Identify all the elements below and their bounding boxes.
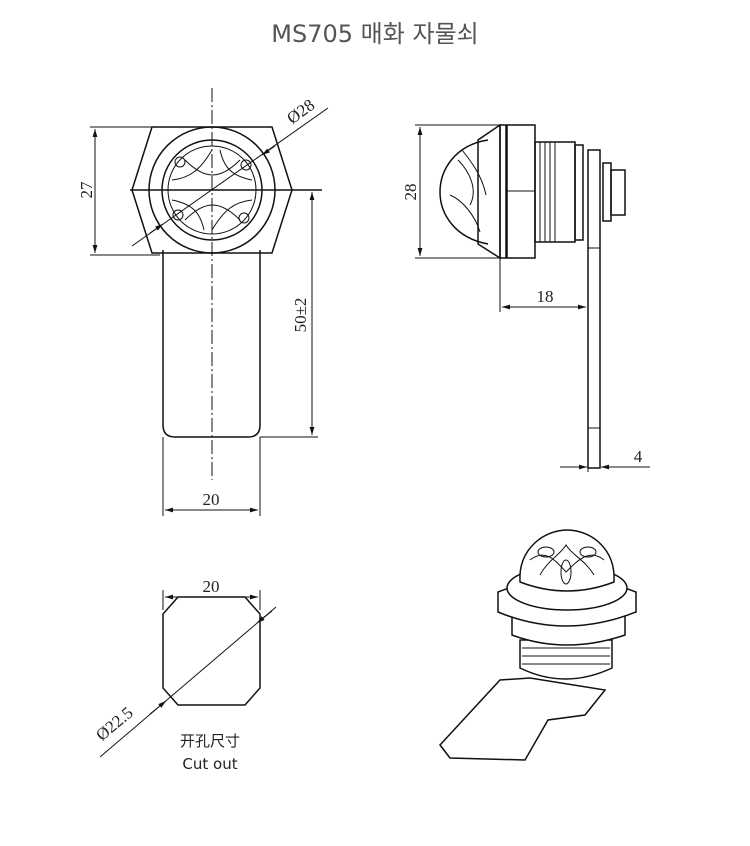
dome-head: [439, 139, 489, 245]
dim-cutout-width-20: 20: [203, 577, 220, 596]
dim-diameter-28: Ø28: [283, 95, 318, 128]
screw-head: [602, 162, 612, 222]
front-view: 27 Ø28 50±2 20: [77, 88, 329, 516]
dim-length-50: 50±2: [291, 298, 310, 333]
dim-width-20: 20: [203, 490, 220, 509]
cutout-view: 20 Ø22.5 开孔尺寸 Cut out: [92, 577, 277, 773]
dim-height-28: 28: [401, 184, 420, 201]
isometric-view: [439, 529, 637, 761]
plum-blossom-3d-icon: [529, 544, 605, 585]
cam-tab-3d: [439, 677, 607, 761]
dim-cutout-diameter: Ø22.5: [92, 703, 136, 745]
flange: [477, 123, 501, 260]
page-title: MS705 매화 자물쇠: [271, 20, 479, 48]
dim-thickness-4: 4: [634, 447, 643, 466]
side-view: 28 18 4: [401, 123, 650, 472]
dim-depth-18: 18: [537, 287, 554, 306]
cutout-shape: [162, 596, 261, 706]
thread-lines: [539, 142, 556, 242]
plum-blossom-key-icon: [171, 149, 253, 231]
cutout-label-en: Cut out: [182, 755, 237, 773]
cutout-label-cn: 开孔尺寸: [180, 732, 240, 750]
dim-height-27: 27: [77, 181, 96, 199]
cam-plate: [587, 149, 601, 469]
